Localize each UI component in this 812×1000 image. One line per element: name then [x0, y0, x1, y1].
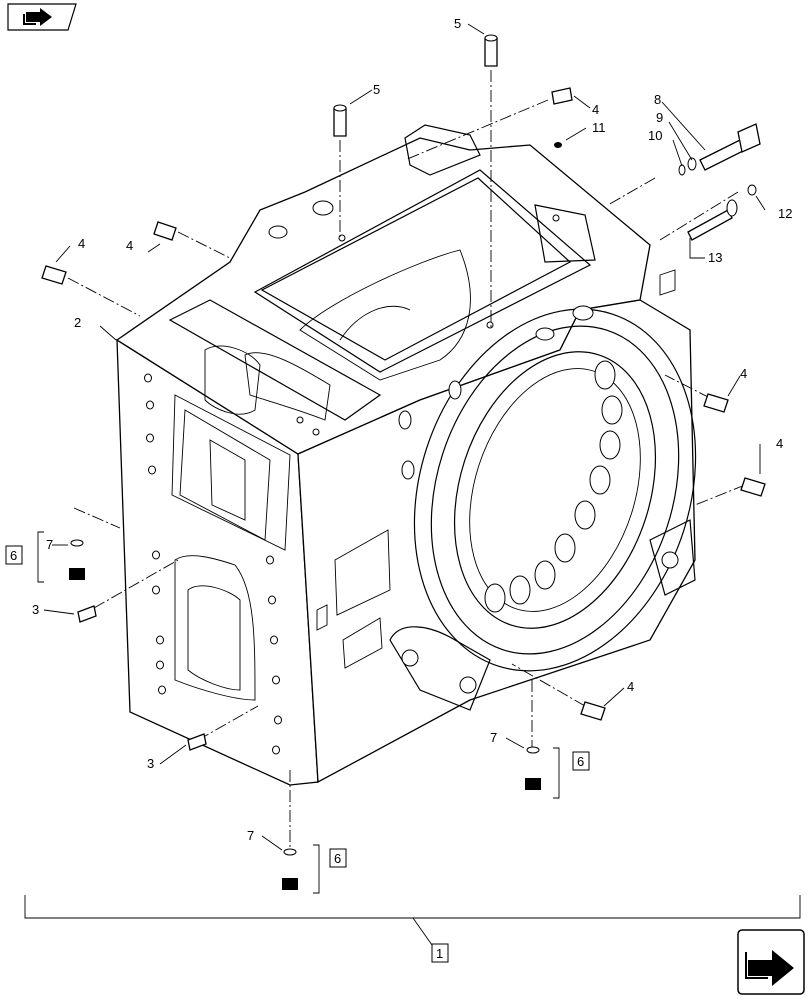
callout-8: 8 — [654, 92, 661, 107]
pin-5-top[interactable] — [484, 34, 498, 67]
pin-4-left[interactable] — [41, 265, 67, 285]
callout-box-1 — [431, 943, 449, 963]
callout-4-right-upper: 4 — [740, 366, 747, 381]
callout-10: 10 — [648, 128, 662, 143]
pin-3-upper[interactable] — [77, 605, 97, 623]
plug-6-left[interactable] — [69, 539, 85, 580]
callout-box-6-left — [5, 545, 23, 565]
pin-5-left[interactable] — [333, 104, 347, 137]
next-page-arrow-icon[interactable] — [737, 929, 805, 995]
callout-4-top: 4 — [592, 102, 599, 117]
callout-6-right: 6 — [577, 754, 584, 769]
book-arrow-icon[interactable] — [7, 3, 77, 31]
callout-5-left: 5 — [373, 82, 380, 97]
callout-3-lower: 3 — [147, 756, 154, 771]
callout-13: 13 — [708, 250, 722, 265]
pin-3-lower[interactable] — [187, 733, 207, 751]
leader-lines — [24, 23, 801, 946]
pin-4-right[interactable] — [740, 477, 766, 497]
pin-4-bottom[interactable] — [580, 701, 606, 721]
callout-9: 9 — [656, 110, 663, 125]
callout-7-left: 7 — [46, 537, 53, 552]
washer-11[interactable] — [554, 142, 562, 148]
callout-6-bottom: 6 — [334, 851, 341, 866]
pin-4-top[interactable] — [551, 87, 573, 105]
callout-12: 12 — [778, 206, 792, 221]
callout-5-top: 5 — [454, 16, 461, 31]
callout-3-upper: 3 — [32, 602, 39, 617]
callout-box-6-bottom — [329, 848, 347, 868]
transmission-housing — [115, 124, 697, 786]
callout-11: 11 — [592, 120, 606, 135]
callout-4-left: 4 — [78, 236, 85, 251]
bolt-13[interactable] — [687, 199, 738, 241]
callout-1: 1 — [436, 946, 443, 961]
mounting-holes — [144, 214, 560, 755]
plug-6-right[interactable] — [525, 746, 541, 790]
pin-4-left-upper[interactable] — [153, 221, 177, 241]
valve-fitting[interactable] — [678, 123, 761, 176]
assembly-axis-lines — [67, 70, 746, 850]
callout-6-left: 6 — [10, 548, 17, 563]
callout-7-right: 7 — [490, 730, 497, 745]
callout-2: 2 — [74, 315, 81, 330]
pin-4-right-upper[interactable] — [703, 393, 729, 413]
washer-12[interactable] — [747, 184, 757, 196]
callout-4-left-upper: 4 — [126, 238, 133, 253]
callout-7-bottom: 7 — [247, 828, 254, 843]
bearing-rollers — [484, 360, 623, 613]
callout-4-bottom: 4 — [627, 679, 634, 694]
callout-box-6-right — [572, 751, 590, 771]
callout-4-right: 4 — [776, 436, 783, 451]
plug-6-bottom[interactable] — [282, 848, 298, 890]
